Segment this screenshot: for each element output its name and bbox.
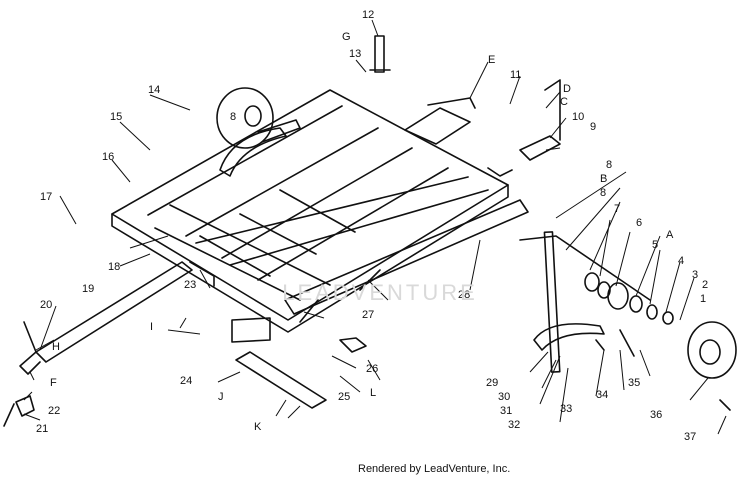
plate-part-25 bbox=[231, 317, 271, 343]
callout-label: 33 bbox=[560, 403, 572, 415]
callout-label: 4 bbox=[678, 255, 684, 267]
frame-rails bbox=[147, 105, 489, 301]
callout-label: 16 bbox=[102, 151, 114, 163]
callout-label: 11 bbox=[510, 69, 521, 81]
callout-label: 19 bbox=[82, 283, 94, 295]
callout-label: 22 bbox=[48, 405, 60, 417]
callout-label: 28 bbox=[458, 289, 470, 301]
callout-label: B bbox=[600, 173, 607, 185]
callout-label: 24 bbox=[180, 375, 192, 387]
callout-label: 37 bbox=[684, 431, 696, 443]
callout-label: 14 bbox=[148, 84, 160, 96]
callout-label: I bbox=[150, 321, 153, 333]
callout-label: 23 bbox=[184, 279, 196, 291]
callout-label: 8 bbox=[600, 187, 606, 199]
callout-label: 26 bbox=[366, 363, 378, 375]
callout-label: 34 bbox=[596, 389, 608, 401]
callout-label: 18 bbox=[108, 261, 120, 273]
callout-label: 25 bbox=[338, 391, 350, 403]
callout-label: 31 bbox=[500, 405, 512, 417]
callout-label: G bbox=[342, 31, 351, 43]
callout-label: 8 bbox=[606, 159, 612, 171]
callout-label: 29 bbox=[486, 377, 498, 389]
callout-label: 35 bbox=[628, 377, 640, 389]
hub bbox=[607, 282, 629, 310]
callout-label: D bbox=[563, 83, 571, 95]
callout-label: 21 bbox=[36, 423, 48, 435]
callout-label: 9 bbox=[590, 121, 596, 133]
callout-label: 7 bbox=[614, 203, 620, 215]
callout-label: A bbox=[666, 229, 674, 241]
axle bbox=[519, 235, 651, 301]
callout-label: 15 bbox=[110, 111, 122, 123]
ramp-part-j bbox=[235, 351, 327, 409]
callout-label: 32 bbox=[508, 419, 520, 431]
callout-label: 10 bbox=[572, 111, 584, 123]
callout-label: 17 bbox=[40, 191, 52, 203]
callout-label: 5 bbox=[652, 239, 658, 251]
callout-label: 20 bbox=[40, 299, 52, 311]
callout-label: K bbox=[254, 421, 262, 433]
callout-label: 3 bbox=[692, 269, 698, 281]
footer-credit: Rendered by LeadVenture, Inc. bbox=[358, 463, 511, 475]
callout-label: C bbox=[560, 96, 568, 108]
left-wheel bbox=[216, 87, 274, 149]
callout-label: 30 bbox=[498, 391, 510, 403]
callout-label: 36 bbox=[650, 409, 662, 421]
side-member bbox=[284, 199, 529, 315]
left-fender bbox=[219, 127, 287, 177]
callout-label: 1 bbox=[700, 293, 706, 305]
tongue bbox=[35, 261, 193, 363]
callout-label: F bbox=[50, 377, 57, 389]
callout-label: 6 bbox=[636, 217, 642, 229]
callout-label: E bbox=[488, 54, 495, 66]
right-wheel bbox=[687, 321, 737, 379]
watermark: LEADVENTURE bbox=[282, 280, 478, 305]
right-fender bbox=[533, 323, 605, 351]
callout-label: 2 bbox=[702, 279, 708, 291]
callout-label: 8 bbox=[230, 111, 236, 123]
callout-label: J bbox=[218, 391, 224, 403]
callout-label: 12 bbox=[362, 9, 374, 21]
callout-label: 13 bbox=[349, 48, 361, 60]
callout-label: L bbox=[370, 387, 376, 399]
callout-label: H bbox=[52, 341, 60, 353]
callout-label: 27 bbox=[362, 309, 374, 321]
